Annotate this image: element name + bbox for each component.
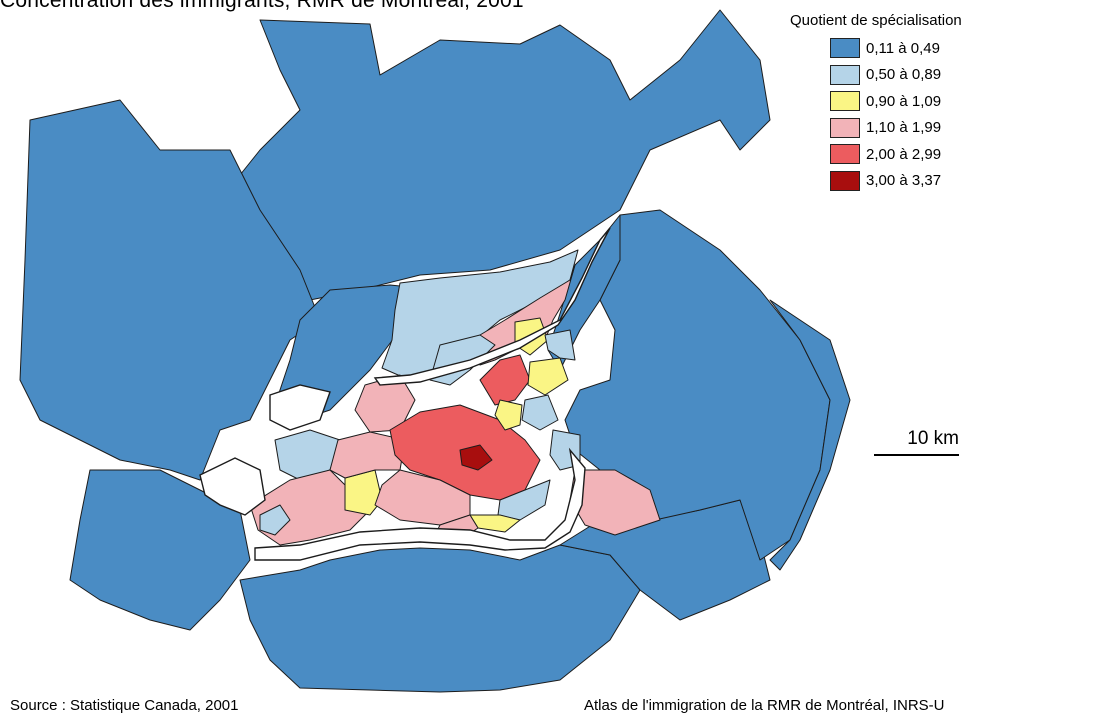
legend: Quotient de spécialisation 0,11 à 0,49 0… bbox=[790, 12, 962, 194]
legend-label: 1,10 à 1,99 bbox=[866, 119, 942, 137]
lake-deux-montagnes bbox=[269, 384, 331, 431]
legend-item: 2,00 à 2,99 bbox=[790, 141, 962, 168]
source-note: Source : Statistique Canada, 2001 bbox=[10, 697, 239, 714]
region-east bbox=[564, 209, 831, 561]
region-laval bbox=[381, 249, 579, 379]
region-island-yellow-east bbox=[527, 357, 569, 396]
region-island-yellow-south bbox=[494, 399, 523, 431]
legend-swatch bbox=[830, 38, 860, 59]
river-saint-laurent-south bbox=[254, 447, 586, 561]
region-island-pink-mid bbox=[329, 431, 406, 479]
legend-swatch bbox=[830, 144, 860, 165]
region-island-lightblue-east2 bbox=[521, 394, 559, 431]
legend-swatch bbox=[830, 170, 860, 191]
map-title: Concentration des immigrants, RMR de Mon… bbox=[0, 0, 524, 12]
credit-note: Atlas de l'immigration de la RMR de Mont… bbox=[584, 697, 945, 714]
lake-saint-louis bbox=[199, 457, 266, 516]
region-south-west bbox=[69, 469, 251, 631]
legend-label: 0,11 à 0,49 bbox=[866, 39, 940, 57]
legend-label: 2,00 à 2,99 bbox=[866, 145, 942, 163]
legend-label: 3,00 à 3,37 bbox=[866, 172, 942, 190]
region-island-darkred bbox=[459, 444, 493, 471]
legend-label: 0,90 à 1,09 bbox=[866, 92, 942, 110]
legend-swatch bbox=[830, 91, 860, 112]
river-des-prairies bbox=[373, 227, 611, 386]
region-far-east bbox=[769, 299, 851, 571]
legend-item: 0,90 à 1,09 bbox=[790, 88, 962, 115]
legend-item: 3,00 à 3,37 bbox=[790, 168, 962, 195]
region-island-lightblue-east1 bbox=[544, 329, 576, 361]
legend-swatch bbox=[830, 64, 860, 85]
scale-label: 10 km bbox=[907, 428, 959, 449]
scale-bar: 10 km bbox=[874, 426, 959, 456]
legend-label: 0,50 à 0,89 bbox=[866, 66, 942, 84]
region-island-lightblue-w2 bbox=[259, 504, 291, 536]
region-west-north bbox=[19, 99, 321, 481]
legend-item: 0,11 à 0,49 bbox=[790, 35, 962, 62]
legend-item: 1,10 à 1,99 bbox=[790, 115, 962, 142]
legend-swatch bbox=[830, 117, 860, 138]
legend-item: 0,50 à 0,89 bbox=[790, 62, 962, 89]
legend-title: Quotient de spécialisation bbox=[790, 12, 962, 29]
region-south bbox=[239, 544, 641, 693]
